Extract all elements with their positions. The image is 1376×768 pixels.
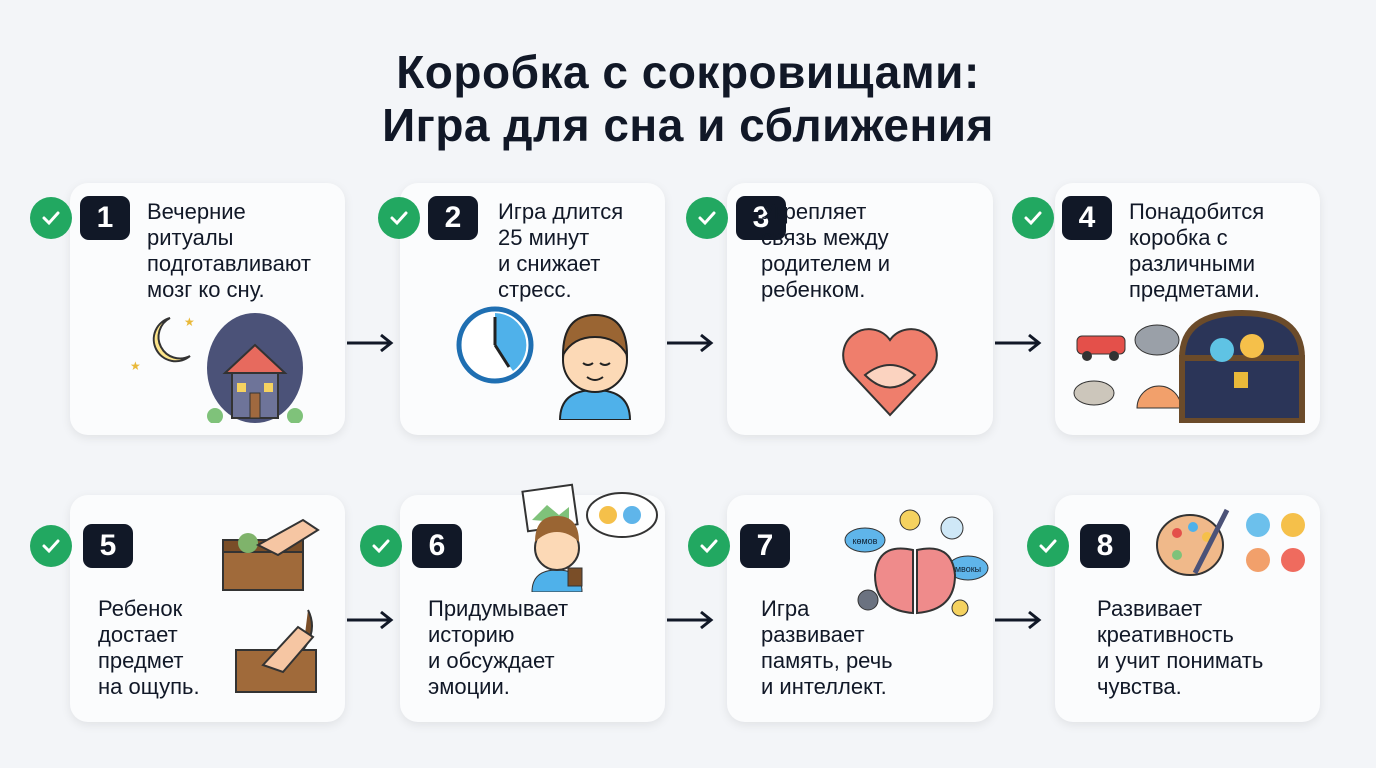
check-icon <box>30 525 72 567</box>
step-text: Игра длится 25 минут и снижает стресс. <box>498 199 624 302</box>
step-text: Игра развивает память, речь и интеллект. <box>761 596 893 699</box>
check-icon <box>686 197 728 239</box>
hand-box-icon <box>218 515 328 715</box>
check-icon <box>1027 525 1069 567</box>
svg-text:★: ★ <box>184 315 195 329</box>
arrow-right-icon <box>347 610 394 630</box>
check-icon <box>688 525 730 567</box>
check-icon <box>1012 197 1054 239</box>
step-number-badge: 2 <box>428 196 478 240</box>
step-text: Придумывает историю и обсуждает эмоции. <box>428 596 569 699</box>
check-icon <box>378 197 420 239</box>
step-number-badge: 8 <box>1080 524 1130 568</box>
step-text: Понадобится коробка с различными предмет… <box>1129 199 1265 302</box>
step-text: Вечерние ритуалы подготавливают мозг ко … <box>147 199 311 302</box>
brain-icon: кѳмов мвокы <box>840 500 990 635</box>
check-icon <box>360 525 402 567</box>
arrow-right-icon <box>995 610 1042 630</box>
arrow-right-icon <box>667 333 714 353</box>
moon-house-icon: ★★ <box>130 308 320 428</box>
step-number-badge: 5 <box>83 524 133 568</box>
step-number-badge: 3 <box>736 196 786 240</box>
step-number-badge: 1 <box>80 196 130 240</box>
heart-hug-icon <box>840 320 940 425</box>
clock-child-icon <box>455 305 635 425</box>
svg-text:мвокы: мвокы <box>955 564 981 574</box>
arrow-right-icon <box>667 610 714 630</box>
svg-text:кѳмов: кѳмов <box>853 536 878 546</box>
step-number-badge: 6 <box>412 524 462 568</box>
svg-text:★: ★ <box>130 359 141 373</box>
step-number-badge: 4 <box>1062 196 1112 240</box>
step-text: Укрепляет связь между родителем и ребенк… <box>761 199 891 302</box>
arrow-right-icon <box>347 333 394 353</box>
page-title-line1: Коробка с сокровищами: <box>396 46 980 98</box>
child-thinking-icon <box>520 480 660 597</box>
treasure-chest-icon <box>1072 288 1312 428</box>
step-text: Ребенок достает предмет на ощупь. <box>98 596 200 699</box>
arrow-right-icon <box>995 333 1042 353</box>
page-title-line2: Игра для сна и сближения <box>382 99 994 151</box>
step-number-badge: 7 <box>740 524 790 568</box>
palette-emotions-icon <box>1155 505 1315 590</box>
check-icon <box>30 197 72 239</box>
step-text: Развивает креативность и учит понимать ч… <box>1097 596 1264 699</box>
